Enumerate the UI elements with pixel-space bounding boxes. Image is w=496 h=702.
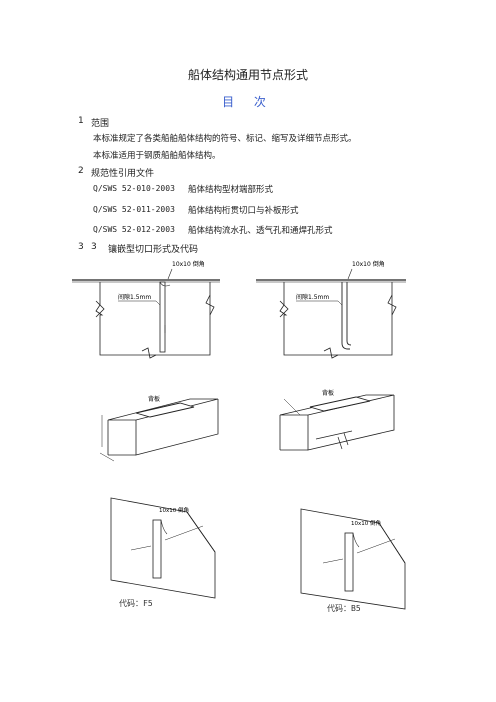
- reference-desc-3: 船体结构流水孔、透气孔和通焊孔形式: [188, 226, 333, 236]
- code-label-f5: 代码：F5: [119, 599, 153, 608]
- patch-label-left: 背板: [148, 395, 160, 403]
- reference-code-3: Q/SWS 52-012-2003: [93, 225, 175, 234]
- corner-note-plate-left: 10x10 倒角: [159, 506, 189, 514]
- reference-desc-2: 船体结构桁贯切口与补板形式: [188, 206, 299, 216]
- toc-heading: 目 次: [222, 95, 274, 109]
- reference-desc-1: 船体结构型材端部形式: [188, 185, 274, 195]
- patch-label-right: 背板: [322, 389, 334, 397]
- section-2-title: 规范性引用文件: [91, 169, 155, 179]
- reference-code-1: Q/SWS 52-010-2003: [93, 184, 175, 193]
- corner-note-plate-right: 10x10 倒角: [351, 519, 381, 527]
- scope-line-1: 本标准规定了各类船舶船体结构的符号、标记、缩写及详细节点形式。: [93, 134, 357, 144]
- page-title: 船体结构通用节点形式: [187, 68, 308, 82]
- section-3-number: 3: [78, 242, 84, 252]
- gap-note-left: 间隙1.5mm: [118, 293, 151, 301]
- isometric-diagram-left: 背板: [99, 395, 219, 462]
- code-label-b5: 代码：B5: [327, 604, 361, 613]
- gap-note-right: 间隙1.5mm: [296, 293, 329, 301]
- plate-diagram-right: 10x10 倒角: [300, 508, 406, 610]
- corner-note-left: 10x10 倒角: [172, 260, 205, 268]
- section-diagram-left: 10x10 倒角 间隙1.5mm: [72, 260, 220, 359]
- section-1-title: 范围: [91, 119, 110, 129]
- isometric-diagram-right: 背板: [279, 389, 395, 451]
- section-2-number: 2: [78, 166, 84, 176]
- plate-diagram-left: 10x10 倒角: [110, 497, 216, 599]
- section-3-title: 镶嵌型切口形式及代码: [108, 245, 199, 255]
- corner-note-right: 10x10 倒角: [352, 260, 385, 268]
- section-3-subnumber: 3: [91, 242, 97, 252]
- scope-line-2: 本标准适用于钢质船舶船体结构。: [93, 151, 221, 161]
- section-1-number: 1: [78, 116, 84, 126]
- reference-code-2: Q/SWS 52-011-2003: [93, 205, 175, 214]
- section-diagram-right: 10x10 倒角 间隙1.5mm: [256, 260, 406, 359]
